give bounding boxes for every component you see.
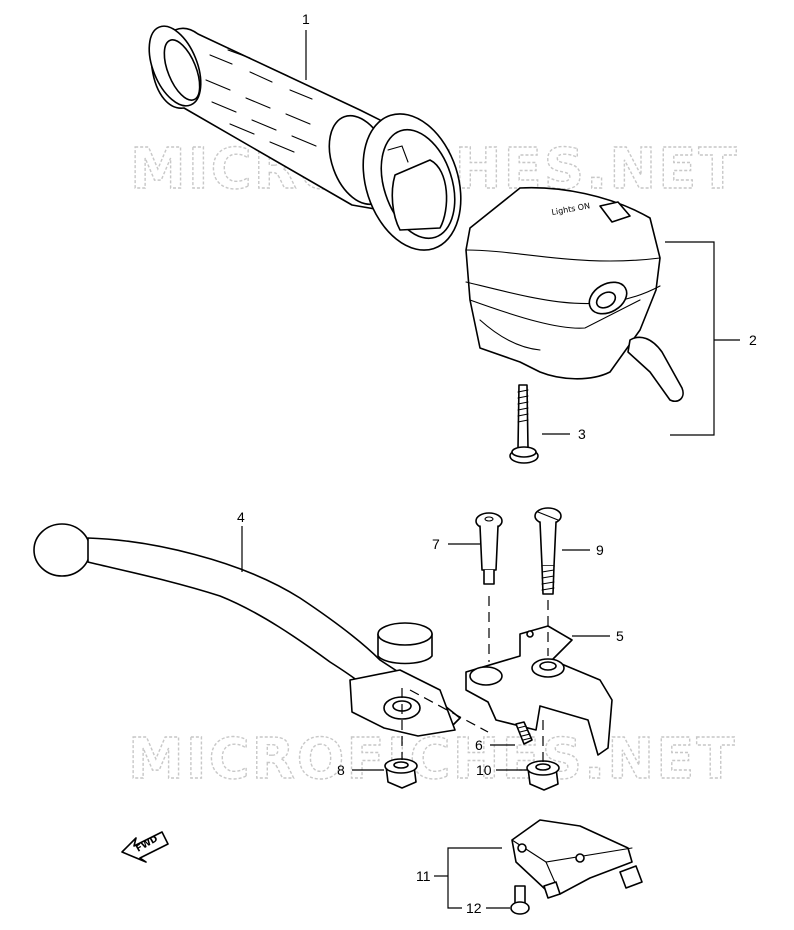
callout-9: 9 [596,542,604,558]
callout-10: 10 [476,762,492,778]
part-3-screw [509,384,539,464]
part-11-brake-switch [511,819,643,899]
callout-3: 3 [578,426,586,442]
callout-2: 2 [749,332,757,348]
part-4-lever [33,523,461,737]
part-5-bracket [465,625,613,756]
callout-8: 8 [337,762,345,778]
part-2-switch-box: Lights ON [465,186,684,403]
callout-11: 11 [416,868,431,884]
part-1-grip [148,25,462,251]
part-10-nut [526,760,560,791]
watermark-bottom: MICROFICHES.NET [128,727,737,792]
callout-1: 1 [302,11,310,27]
part-9-screw [534,507,562,595]
callout-6: 6 [475,737,483,753]
fwd-arrow-icon: FWD [121,831,169,863]
part-8-nut [384,758,418,789]
part-6-spring [515,721,533,745]
part-12-screw [510,885,530,915]
callout-7: 7 [432,536,440,552]
callout-5: 5 [616,628,624,644]
callout-12: 12 [466,900,482,916]
callout-4: 4 [237,509,245,525]
part-7-pivot-bolt [475,512,503,585]
